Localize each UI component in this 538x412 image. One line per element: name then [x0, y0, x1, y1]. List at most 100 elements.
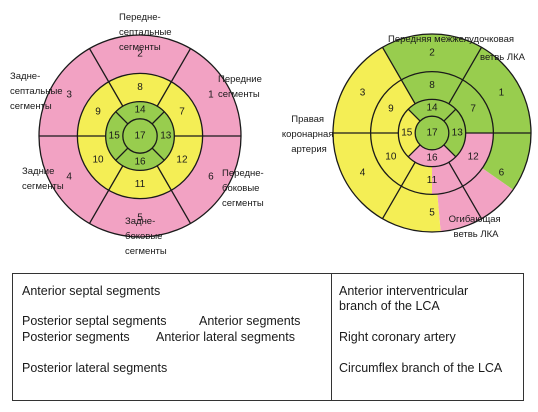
right-segment-3: [333, 47, 402, 133]
right-segment-number: 17: [426, 128, 438, 139]
left-segment-number: 6: [208, 171, 214, 182]
left-segment-number: 8: [137, 82, 143, 93]
left-segment-15: [105, 111, 128, 161]
right-segment-number: 4: [360, 168, 366, 179]
left-segment-number: 10: [92, 155, 104, 166]
right-segment-number: 16: [426, 153, 438, 164]
legend-divider: [331, 274, 332, 400]
right-segment-number: 8: [429, 80, 435, 91]
legend-table: Anterior septal segments Posterior septa…: [12, 273, 524, 401]
right-segment-17: [415, 116, 449, 150]
left-segment-2: [89, 34, 191, 82]
left-segment-6: [171, 136, 241, 224]
right-labels: Передняя межжелудочковая ветвь ЛКА Права…: [282, 34, 526, 240]
right-segment-11-b: [401, 162, 432, 195]
label-circumflex: Огибающая ветвь ЛКА: [449, 214, 504, 240]
right-segment-2: [382, 34, 482, 80]
right-segment-number: 12: [468, 151, 480, 162]
left-segment-number: 7: [179, 106, 185, 117]
left-segment-number: 2: [137, 49, 143, 60]
right-segment-7: [448, 79, 494, 133]
left-apex-spoke: [151, 147, 165, 161]
left-spoke: [156, 48, 192, 107]
right-spoke: [448, 161, 483, 220]
legend-rca: Right coronary artery: [339, 330, 456, 344]
legend-lad-line-2: branch of the LCA: [339, 299, 440, 313]
left-spoke: [156, 165, 192, 224]
label-posterior-septal: Задне- септальные сегменты: [10, 71, 65, 112]
legend-anterior: Anterior segments: [199, 314, 301, 328]
left-segment-number: 17: [134, 131, 146, 142]
right-segment-number: 15: [401, 128, 413, 139]
legend-lad: Anterior interventricular branch of the …: [339, 284, 468, 314]
left-ring-3: [122, 118, 158, 154]
right-segment-10: [370, 133, 416, 187]
right-segment-8: [401, 71, 463, 104]
legend-posterior-septal: Posterior septal segments: [22, 314, 167, 328]
right-apex-spoke: [443, 108, 457, 122]
left-segment-7: [157, 81, 203, 136]
right-apex-spoke: [407, 144, 421, 158]
right-segment-number: 10: [385, 151, 397, 162]
right-spoke: [381, 161, 416, 220]
right-segment-1: [462, 47, 531, 133]
left-segment-4: [39, 136, 109, 224]
right-segment-number: 6: [499, 168, 505, 179]
right-segment-number: 13: [452, 128, 464, 139]
left-segment-number: 3: [66, 90, 72, 101]
right-segment-number: 7: [470, 104, 476, 115]
left-segment-number: 5: [137, 212, 143, 223]
legend-posterior: Posterior segments: [22, 330, 130, 344]
left-segment-3: [39, 48, 109, 136]
right-segment-number: 3: [360, 87, 366, 98]
label-lad: Передняя межжелудочковая ветвь ЛКА: [388, 34, 526, 63]
right-segment-6-b: [462, 168, 514, 219]
left-segment-16: [115, 148, 165, 171]
left-segment-9: [77, 81, 123, 136]
left-segment-number: 14: [134, 105, 146, 116]
left-segment-number: 16: [134, 156, 146, 167]
right-spoke: [448, 46, 483, 105]
legend-circumflex: Circumflex branch of the LCA: [339, 361, 503, 375]
label-anterior-lateral: Передне- боковые сегменты: [222, 168, 266, 209]
right-segment-9: [370, 79, 416, 133]
right-spoke: [381, 46, 416, 105]
left-apex-spoke: [115, 147, 129, 161]
left-segment-1: [171, 48, 241, 136]
legend-lad-line-1: Anterior interventricular: [339, 284, 469, 298]
left-apex-spoke: [151, 111, 165, 125]
label-posterior: Задние сегменты: [22, 166, 64, 192]
left-spoke: [88, 165, 124, 224]
right-segment-13: [443, 109, 466, 157]
right-segment-number: 11: [427, 175, 438, 186]
label-rca: Правая коронарная артерия: [282, 114, 336, 155]
left-segment-17: [122, 118, 158, 154]
left-segment-number: 12: [176, 155, 188, 166]
right-segment-15: [398, 109, 421, 157]
left-apex-spoke: [115, 111, 129, 125]
right-segment-4: [332, 133, 402, 219]
right-segment-5-b: [382, 186, 441, 232]
right-segment-number: 9: [388, 104, 394, 115]
left-segment-13: [152, 111, 175, 161]
right-segment-number: 2: [429, 47, 435, 58]
label-anterior-septal: Передне- септальные сегменты: [119, 12, 174, 53]
left-segment-10: [77, 136, 123, 191]
left-labels: Передне- септальные сегменты Передние се…: [10, 12, 266, 257]
right-segment-12: [448, 133, 494, 187]
label-posterior-lateral: Задне- боковые сегменты: [125, 216, 167, 257]
left-segment-number: 9: [95, 106, 101, 117]
left-segment-8: [108, 73, 172, 107]
right-segment-14: [408, 99, 456, 122]
right-segment-6-a: [482, 133, 531, 190]
left-segment-number: 1: [208, 90, 214, 101]
left-segment-11: [108, 165, 172, 199]
right-segment-number: 5: [429, 208, 435, 219]
right-apex-spoke: [443, 144, 457, 158]
right-apex-spoke: [407, 108, 421, 122]
left-segment-number: 11: [135, 179, 146, 190]
left-spoke: [88, 48, 124, 107]
